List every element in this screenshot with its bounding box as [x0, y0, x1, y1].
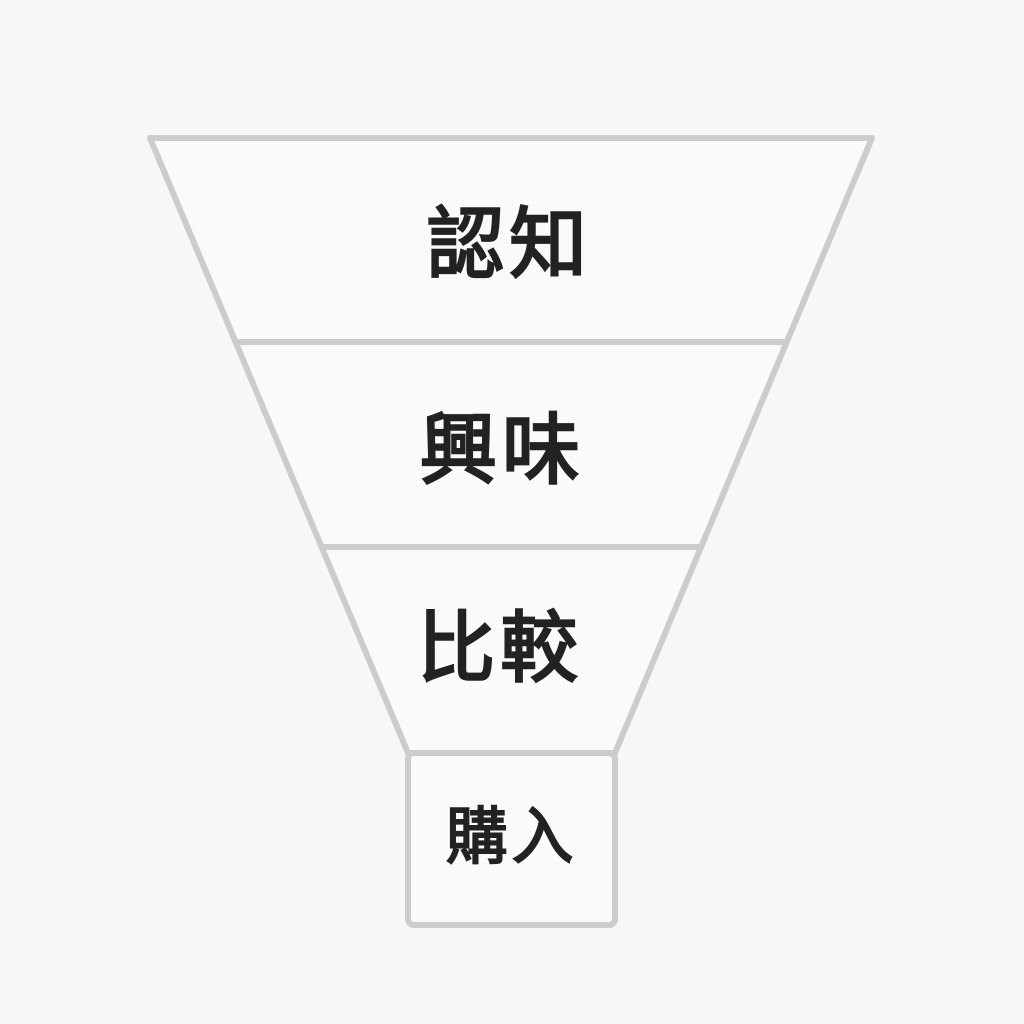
- stage-label-purchase: 購入: [445, 800, 578, 873]
- stage-label-comparison: 比較: [417, 604, 583, 694]
- stage-label-interest: 興味: [419, 406, 585, 496]
- stage-label-awareness: 認知: [426, 200, 592, 290]
